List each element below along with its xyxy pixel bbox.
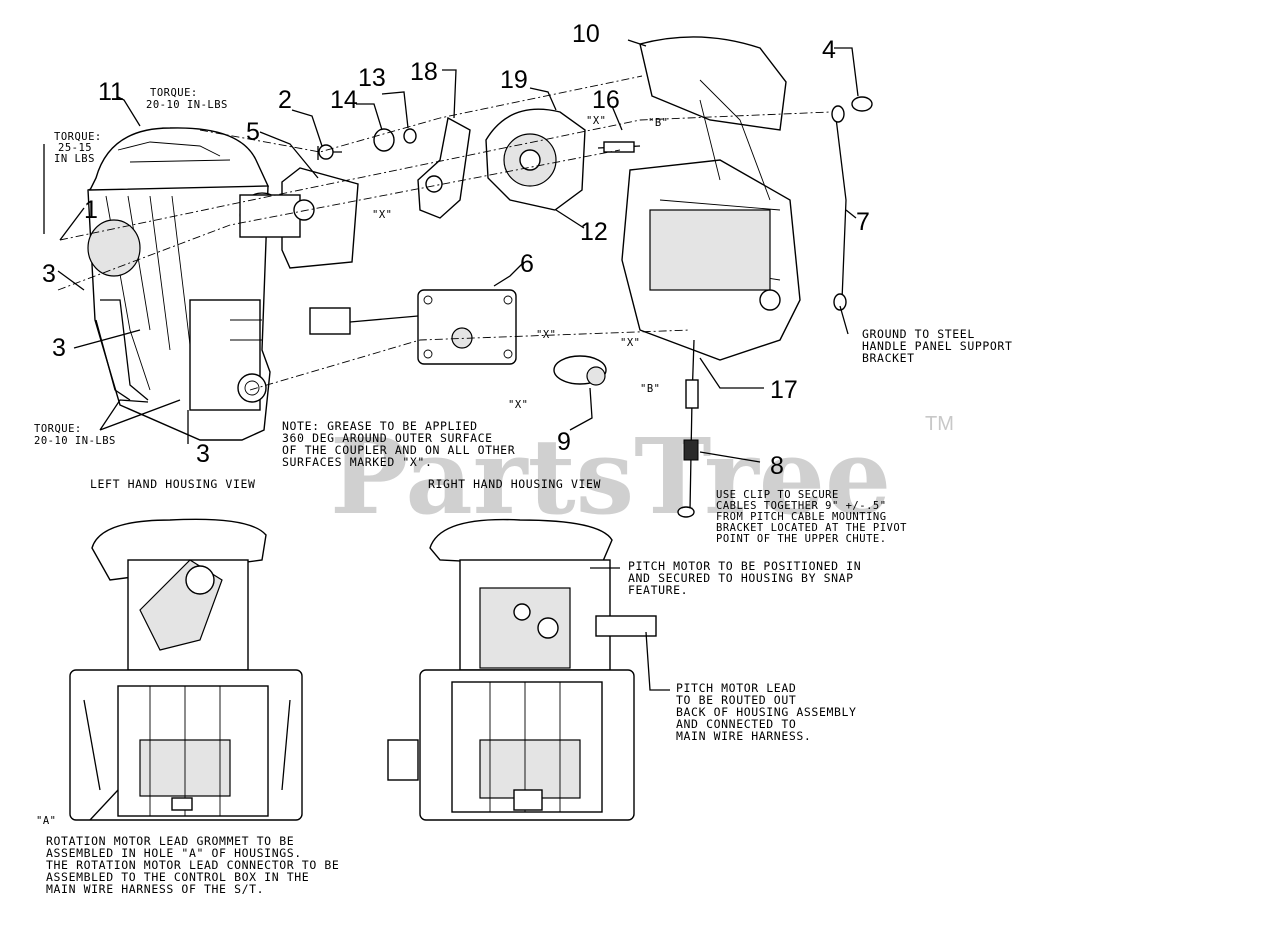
svg-text:HANDLE PANEL SUPPORT: HANDLE PANEL SUPPORT — [862, 339, 1012, 353]
washer-14 — [373, 128, 395, 152]
part-number: 8 — [770, 452, 784, 480]
svg-text:CABLES TOGETHER 9" +/-.5": CABLES TOGETHER 9" +/-.5" — [716, 500, 887, 512]
part-number: 16 — [592, 86, 620, 114]
marker-b: "B" — [640, 383, 660, 395]
marker-x: "X" — [586, 115, 606, 127]
watermark: PartsTree — [330, 415, 891, 538]
part-number: 18 — [410, 58, 438, 86]
part-number: 9 — [557, 428, 571, 456]
marker-x: "X" — [620, 337, 640, 349]
svg-text:MAIN WIRE HARNESS.: MAIN WIRE HARNESS. — [676, 729, 811, 743]
part-number: 4 — [822, 36, 836, 64]
part-number: 12 — [580, 218, 608, 246]
svg-text:BRACKET: BRACKET — [862, 351, 915, 365]
rotation-motor-6 — [309, 289, 517, 365]
part-number: 13 — [358, 64, 386, 92]
pitch-lead-note: PITCH MOTOR LEAD TO BE ROUTED OUT BACK O… — [676, 681, 857, 743]
ground-wire-7 — [835, 117, 847, 301]
part-number: 3 — [52, 334, 66, 362]
assembled-left-view — [69, 518, 303, 821]
svg-text:360 DEG AROUND OUTER SURFACE: 360 DEG AROUND OUTER SURFACE — [282, 431, 493, 445]
ground-note: GROUND TO STEEL HANDLE PANEL SUPPORT BRA… — [862, 327, 1012, 365]
svg-text:ASSEMBLED IN HOLE "A" OF HOUSI: ASSEMBLED IN HOLE "A" OF HOUSINGS. — [46, 846, 302, 860]
rotation-motor-note: ROTATION MOTOR LEAD GROMMET TO BE ASSEMB… — [46, 834, 339, 896]
svg-text:TORQUE:: TORQUE: — [150, 87, 198, 99]
svg-text:TORQUE:: TORQUE: — [34, 423, 82, 435]
svg-text:NOTE: GREASE TO BE APPLIED: NOTE: GREASE TO BE APPLIED — [282, 419, 478, 433]
part-number: 11 — [98, 78, 124, 106]
part-number: 5 — [246, 118, 260, 146]
pitch-cable-8 — [677, 339, 699, 518]
screw-2 — [317, 144, 342, 160]
watermark-tm: TM — [925, 413, 954, 435]
svg-text:AND SECURED TO HOUSING BY SNAP: AND SECURED TO HOUSING BY SNAP — [628, 571, 854, 585]
marker-a: "A" — [36, 815, 56, 827]
svg-text:20-10 IN-LBS: 20-10 IN-LBS — [146, 99, 228, 111]
svg-text:USE CLIP TO SECURE: USE CLIP TO SECURE — [716, 489, 839, 501]
svg-text:ROTATION MOTOR LEAD GROMMET TO: ROTATION MOTOR LEAD GROMMET TO BE — [46, 834, 294, 848]
svg-text:IN LBS: IN LBS — [54, 153, 95, 165]
torque-note-top-screw: TORQUE: 20-10 IN-LBS — [146, 87, 228, 111]
part-number: 3 — [210, 440, 224, 468]
right-view-label: RIGHT HAND HOUSING VIEW — [428, 477, 601, 491]
svg-text:MAIN WIRE HARNESS OF THE S/T.: MAIN WIRE HARNESS OF THE S/T. — [46, 882, 264, 896]
svg-text:ASSEMBLED TO THE CONTROL BOX I: ASSEMBLED TO THE CONTROL BOX IN THE — [46, 870, 309, 884]
bracket-18 — [417, 116, 471, 219]
grommet-4 — [851, 96, 873, 112]
torque-note-bottom-screws: TORQUE: 20-10 IN-LBS — [34, 423, 116, 447]
svg-text:FEATURE.: FEATURE. — [628, 583, 688, 597]
part-number: 3 — [42, 260, 56, 288]
svg-text:PITCH MOTOR LEAD: PITCH MOTOR LEAD — [676, 681, 796, 695]
svg-text:TORQUE:: TORQUE: — [54, 131, 102, 143]
part-number: 2 — [278, 86, 292, 114]
svg-text:THE ROTATION MOTOR LEAD CONNEC: THE ROTATION MOTOR LEAD CONNECTOR TO BE — [46, 858, 339, 872]
svg-text:AND CONNECTED TO: AND CONNECTED TO — [676, 717, 796, 731]
part-number: 10 — [572, 20, 600, 48]
marker-x: "X" — [508, 399, 528, 411]
left-view-label: LEFT HAND HOUSING VIEW — [90, 477, 256, 491]
part-number-labels: 1 2 3 3 3 3 4 5 6 7 8 9 10 11 12 13 14 1… — [42, 20, 870, 480]
gear-cover-12 — [485, 108, 586, 211]
washer-13 — [403, 128, 417, 144]
marker-labels: "X" "X" "X" "X" "X" "B" "B" "A" — [36, 115, 668, 827]
svg-text:POINT OF THE UPPER CHUTE.: POINT OF THE UPPER CHUTE. — [716, 533, 887, 545]
assembled-right-view — [387, 518, 657, 821]
marker-x: "X" — [536, 329, 556, 341]
part-number: 7 — [856, 208, 870, 236]
part-number: 14 — [330, 86, 358, 114]
left-hand-housing-drawing — [87, 127, 271, 441]
part-number: 6 — [520, 250, 534, 278]
torque-note-left-nut: TORQUE: 25-15 IN LBS — [54, 131, 102, 165]
svg-text:OF THE COUPLER AND ON ALL OTHE: OF THE COUPLER AND ON ALL OTHER — [282, 443, 515, 457]
pitch-position-note: PITCH MOTOR TO BE POSITIONED IN AND SECU… — [628, 559, 861, 597]
svg-text:TO BE ROUTED OUT: TO BE ROUTED OUT — [676, 693, 796, 707]
grease-note: NOTE: GREASE TO BE APPLIED 360 DEG AROUN… — [282, 419, 515, 469]
svg-text:BACK OF HOUSING ASSEMBLY: BACK OF HOUSING ASSEMBLY — [676, 705, 857, 719]
part-number: 3 — [196, 440, 210, 468]
svg-text:FROM PITCH CABLE MOUNTING: FROM PITCH CABLE MOUNTING — [716, 511, 887, 523]
svg-text:25-15: 25-15 — [58, 142, 92, 154]
part-number: 19 — [500, 66, 528, 94]
assembly-lines — [57, 75, 831, 391]
marker-b: "B" — [648, 117, 668, 129]
svg-text:SURFACES MARKED "X".: SURFACES MARKED "X". — [282, 455, 432, 469]
right-hand-housing-10 — [621, 36, 801, 361]
part-number: 1 — [84, 196, 98, 224]
part-number: 17 — [770, 376, 798, 404]
marker-x: "X" — [372, 209, 392, 221]
svg-text:GROUND TO STEEL: GROUND TO STEEL — [862, 327, 975, 341]
svg-text:PITCH MOTOR TO BE POSITIONED I: PITCH MOTOR TO BE POSITIONED IN — [628, 559, 861, 573]
clip-note: USE CLIP TO SECURE CABLES TOGETHER 9" +/… — [716, 489, 907, 545]
svg-text:20-10 IN-LBS: 20-10 IN-LBS — [34, 435, 116, 447]
coupler-9 — [553, 355, 607, 386]
svg-text:BRACKET LOCATED AT THE PIVOT: BRACKET LOCATED AT THE PIVOT — [716, 522, 907, 534]
gear-motor-5 — [239, 167, 359, 269]
leader-lines — [43, 39, 859, 821]
